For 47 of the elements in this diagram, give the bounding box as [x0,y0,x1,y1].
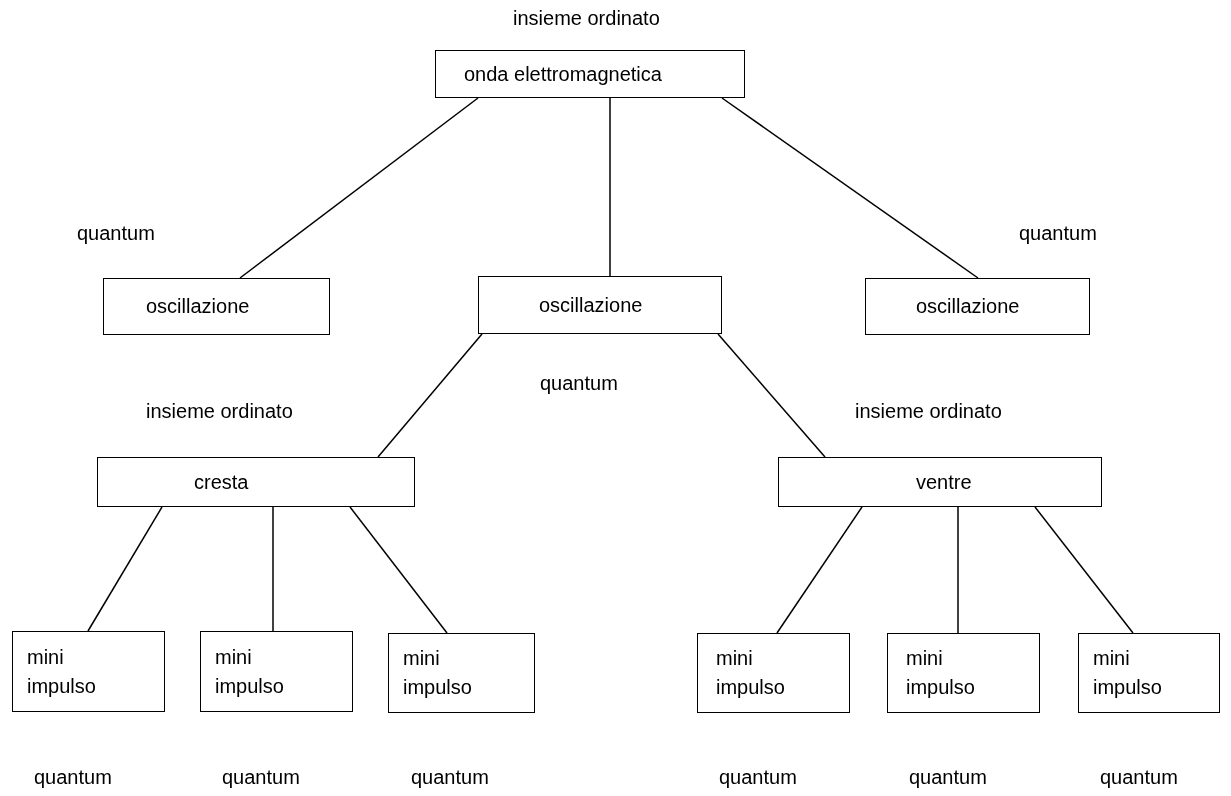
box-label: mini impulso [403,646,473,700]
connector-line [609,97,611,277]
box-label: cresta [194,469,249,495]
connector-line [377,333,483,458]
connector-line [957,506,959,634]
connector-line [87,506,163,632]
box-label: mini impulso [906,646,976,700]
connector-line [239,97,479,279]
annotation-text: insieme ordinato [855,400,1002,423]
box-label: oscillazione [146,294,250,319]
box-label: oscillazione [916,294,1020,319]
annotation-text: quantum [909,766,987,789]
concept-box [778,457,1102,507]
annotation-text: insieme ordinato [146,400,293,423]
annotation-text: quantum [411,766,489,789]
connector-line [776,506,863,634]
concept-box [97,457,415,507]
box-label: mini impulso [716,646,786,700]
annotation-text: quantum [1019,222,1097,245]
connector-line [349,506,448,634]
box-label: oscillazione [539,292,643,318]
concept-box [865,278,1090,335]
annotation-text: quantum [222,766,300,789]
connector-line [272,506,274,632]
concept-box [887,633,1040,713]
annotation-text: insieme ordinato [513,7,660,30]
annotation-text: quantum [540,372,618,395]
connector-line [721,97,979,279]
box-label: mini impulso [27,644,97,699]
box-label: ventre [916,469,972,495]
box-label: mini impulso [215,644,285,699]
annotation-text: quantum [77,222,155,245]
concept-box [388,633,535,713]
concept-box [12,631,165,712]
concept-box [478,276,722,334]
connector-line [717,333,826,458]
box-label: onda elettromagnetica [464,61,662,87]
annotation-text: quantum [1100,766,1178,789]
concept-box [200,631,353,712]
annotation-text: quantum [34,766,112,789]
connector-line [1034,506,1134,634]
box-label: mini impulso [1093,646,1163,700]
concept-box [103,278,330,335]
concept-box [697,633,850,713]
concept-box [1078,633,1220,713]
annotation-text: quantum [719,766,797,789]
concept-box [435,50,745,98]
